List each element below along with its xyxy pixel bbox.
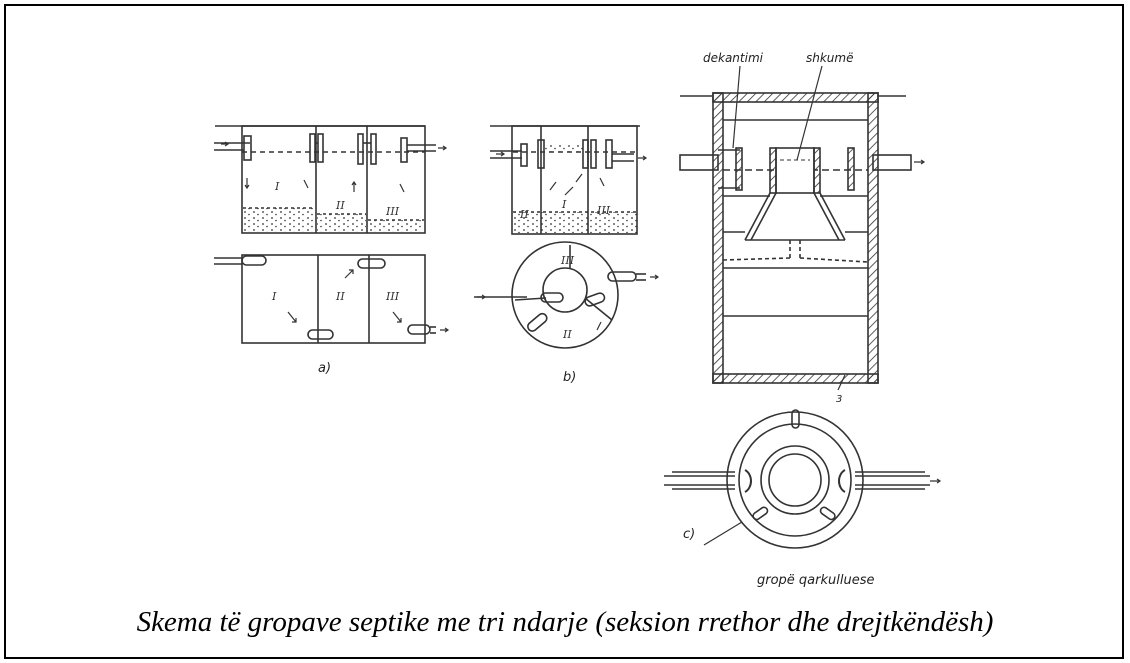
tank-a-section — [214, 125, 448, 234]
figure-b-label: b) — [563, 370, 576, 385]
chamber-label-one: I — [561, 198, 567, 211]
figure-caption: Skema të gropave septike me tri ndarje (… — [136, 606, 994, 638]
label-circulating-pit: gropë qarkulluese — [757, 573, 875, 588]
chamber-label-two: II — [335, 290, 345, 303]
label-number-3: 3 — [836, 394, 842, 405]
chamber-label-two: II — [335, 199, 345, 212]
tank-b-plan-chamber-labels: III II — [560, 254, 575, 341]
chamber-label-two: II — [519, 208, 529, 221]
circulating-pit-section — [679, 65, 926, 391]
circulating-pit-section-labels: dekantimi shkumë 3 — [703, 51, 853, 405]
chamber-label-two: II — [562, 328, 572, 341]
tank-b-section — [490, 125, 648, 235]
label-foam: shkumë — [806, 51, 853, 65]
figure-a-label: a) — [318, 361, 331, 376]
tank-a-plan — [214, 254, 450, 344]
chamber-label-three: III — [385, 205, 400, 218]
tank-a-plan-chamber-labels: I II III — [271, 290, 400, 303]
label-decanting: dekantimi — [703, 51, 764, 65]
chamber-label-three: III — [596, 204, 611, 217]
tank-b-plan — [474, 241, 660, 349]
chamber-label-three: III — [560, 254, 575, 267]
figure-c-label: c) — [683, 527, 695, 542]
tank-a-section-chamber-labels: I II III — [274, 180, 400, 218]
circulating-pit-plan — [664, 409, 942, 549]
chamber-label-one: I — [274, 180, 280, 193]
tank-b-section-chamber-labels: II I III — [519, 198, 611, 221]
chamber-label-one: I — [271, 290, 277, 303]
chamber-label-three: III — [385, 290, 400, 303]
figure-frame — [4, 4, 1124, 659]
